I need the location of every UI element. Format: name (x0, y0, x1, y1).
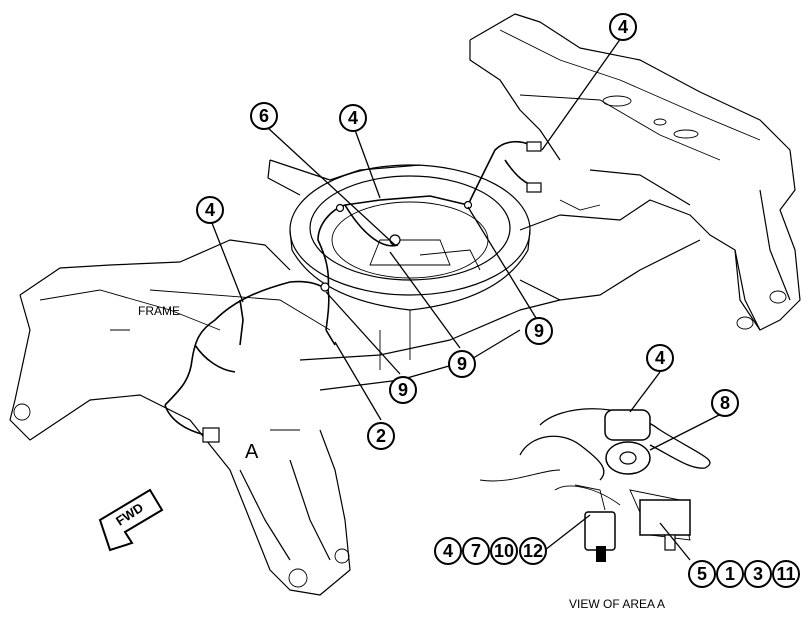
view-label: VIEW OF AREA A (569, 597, 665, 611)
callout-4-top: 4 (609, 13, 637, 41)
svg-text:2: 2 (376, 426, 386, 446)
svg-text:11: 11 (776, 564, 795, 584)
svg-text:8: 8 (720, 393, 730, 413)
svg-text:4: 4 (655, 348, 665, 368)
svg-text:6: 6 (259, 106, 269, 126)
svg-text:7: 7 (471, 541, 481, 561)
leader-lines (211, 37, 726, 561)
callout-9-middle: 9 (448, 350, 476, 378)
forward-arrow-icon: FWD (98, 488, 164, 552)
callout-12: 12 (519, 537, 547, 565)
callout-11: 11 (772, 560, 800, 588)
frame-label: FRAME (138, 304, 180, 318)
svg-text:12: 12 (523, 541, 543, 561)
callout-2: 2 (367, 422, 395, 450)
callout-5: 5 (688, 560, 716, 588)
svg-text:9: 9 (457, 354, 467, 374)
callout-9-left: 9 (389, 376, 417, 404)
front-frame (9, 239, 351, 596)
callout-4-inset: 4 (646, 344, 674, 372)
svg-text:1: 1 (725, 564, 735, 584)
svg-text:4: 4 (443, 541, 453, 561)
area-a-label: A (245, 441, 259, 463)
svg-text:4: 4 (205, 200, 215, 220)
callout-7: 7 (462, 537, 490, 565)
svg-text:9: 9 (534, 321, 544, 341)
svg-text:10: 10 (494, 541, 514, 561)
callout-8: 8 (711, 389, 739, 417)
wiring-harness (164, 140, 542, 443)
svg-text:4: 4 (618, 17, 628, 37)
svg-text:4: 4 (348, 108, 358, 128)
svg-text:9: 9 (398, 380, 408, 400)
callout-4-ring: 4 (339, 104, 367, 132)
callout-6: 6 (250, 102, 278, 130)
callout-3: 3 (744, 560, 772, 588)
svg-text:3: 3 (753, 564, 763, 584)
callout-4-left: 4 (196, 196, 224, 224)
svg-text:5: 5 (697, 564, 707, 584)
callout-4-group: 4 (434, 537, 462, 565)
rear-frame (469, 13, 801, 331)
callout-10: 10 (490, 537, 518, 565)
area-a-detail: VIEW OF AREA A (479, 408, 711, 611)
callout-1: 1 (716, 560, 744, 588)
callout-9-right: 9 (525, 317, 553, 345)
